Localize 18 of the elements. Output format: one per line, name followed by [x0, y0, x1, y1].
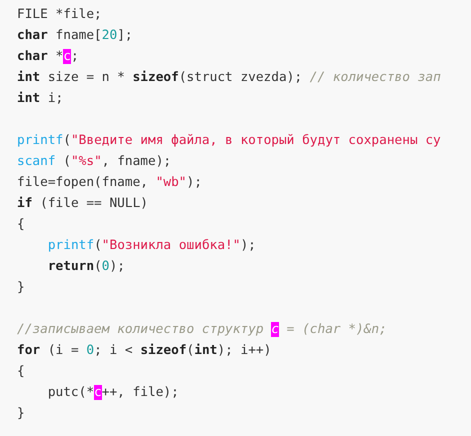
code-line: {: [17, 363, 25, 381]
code-line: printf("Введите имя файла, в который будут сохранены су: [17, 132, 441, 150]
code-line: file=fopen(fname, "wb");: [17, 174, 202, 192]
code-line: for (i = 0; i < sizeof(int); i++): [17, 342, 272, 360]
code-line: }: [17, 279, 25, 297]
code-line: int size = n * sizeof(struct zvezda); // количество зап: [17, 69, 441, 87]
code-line: printf("Возникла ошибка!");: [46, 237, 256, 255]
code-line: }: [17, 405, 25, 423]
code-line: if (file == NULL): [17, 195, 148, 213]
code-line: int i;: [17, 90, 64, 108]
code-line: char fname[20];: [17, 27, 133, 45]
code-line: //записываем количество структур c = (char *)&n;: [17, 321, 387, 339]
code-line: char *c;: [17, 48, 79, 66]
code-line: return(0);: [46, 258, 125, 276]
code-line: FILE *file;: [17, 6, 102, 24]
code-line: scanf ("%s", fname);: [17, 153, 172, 171]
code-line: putc(*c++, file);: [46, 384, 179, 402]
code-line: {: [17, 216, 25, 234]
